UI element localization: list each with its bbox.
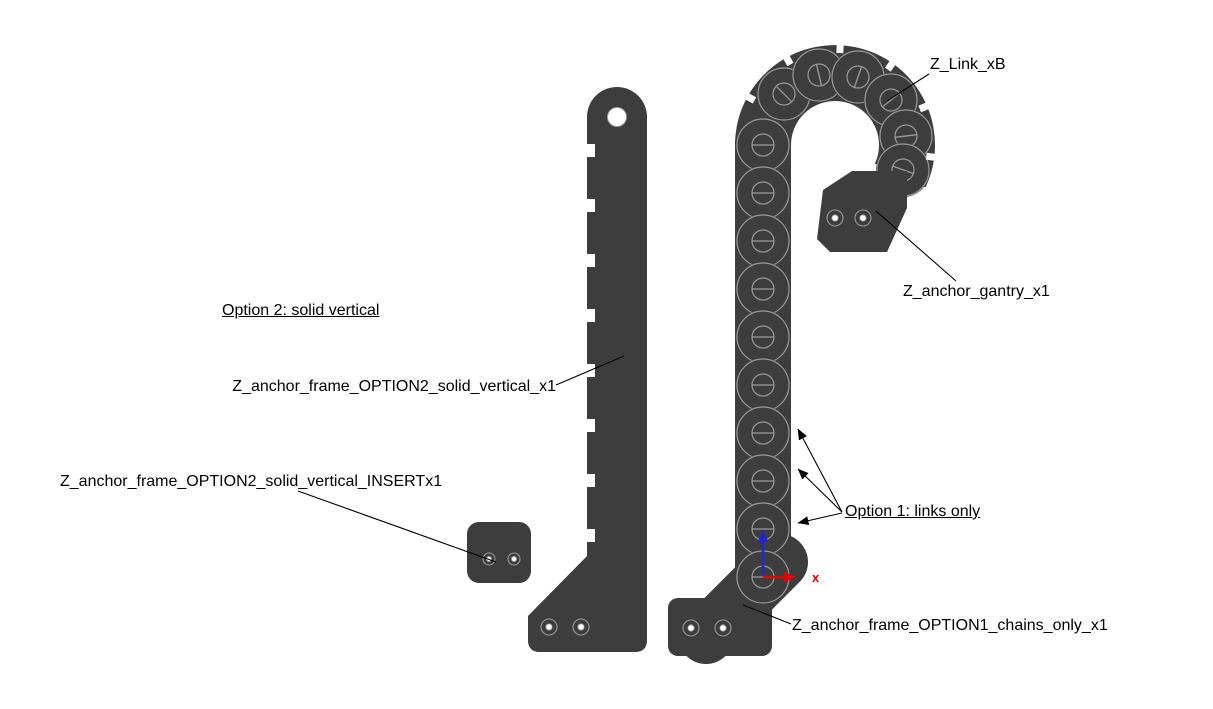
chain-notch [742,91,757,104]
axis-x-label: x [812,570,820,585]
leader-gantry-anchor [875,210,957,282]
leader-option1-middle [797,468,843,513]
frame-anchor-hole-center [687,624,695,632]
arm-body [587,115,647,560]
solid-vertical-arm [528,87,647,652]
chain-link [736,310,790,364]
gantry-anchor-hole-center [859,214,867,222]
insert-part [467,522,531,583]
option2-heading: Option 2: solid vertical [222,302,380,319]
chain-link [792,48,846,102]
chain-link [736,406,790,460]
chain-notch [925,152,938,162]
chain-notch [781,52,794,67]
leader-option1-part [742,604,792,625]
arm-notch [583,474,595,487]
option2-insert-label: Z_anchor_frame_OPTION2_solid_vertical_IN… [60,473,443,490]
chain-notch [918,101,933,113]
insert-body [467,522,531,583]
arm-notch [583,254,595,267]
cable-chain [735,40,938,604]
coordinate-axes: x [757,530,820,585]
option1-heading: Option 1: links only [845,503,981,520]
option2-part-label: Z_anchor_frame_OPTION2_solid_vertical_x1 [232,378,556,395]
gantry-anchor-hole-center [831,214,839,222]
chain-link [736,262,790,316]
leader-option1-bottom [797,512,843,526]
leader-z-link [886,73,930,102]
insert-hole-center [510,556,517,563]
arm-notch [583,144,595,157]
arm-notch [583,309,595,322]
arm-notch [583,419,595,432]
leader-lines [297,73,957,625]
arm-notch [583,199,595,212]
leader-option2-insert [297,490,497,563]
chain-link [736,118,790,172]
chain-notch [836,40,844,54]
arm-notch [583,529,595,542]
chain-link [736,358,790,412]
arm-foot-hole-center [545,623,553,631]
chain-link [736,166,790,220]
chain-link [736,454,790,508]
leader-option1-top [797,428,843,513]
gantry-anchor [817,171,907,252]
arm-top-hole [607,107,627,127]
chain-notch [884,57,898,72]
arm-foot [528,545,647,652]
chain-link [736,214,790,268]
z-anchor-gantry-label: Z_anchor_gantry_x1 [903,283,1050,300]
frame-anchor-hole-center [719,624,727,632]
leader-option2-part [555,355,625,386]
option1-part-label: Z_anchor_frame_OPTION1_chains_only_x1 [792,617,1108,634]
arm-foot-hole-center [577,623,585,631]
z-link-label: Z_Link_xB [930,56,1006,73]
